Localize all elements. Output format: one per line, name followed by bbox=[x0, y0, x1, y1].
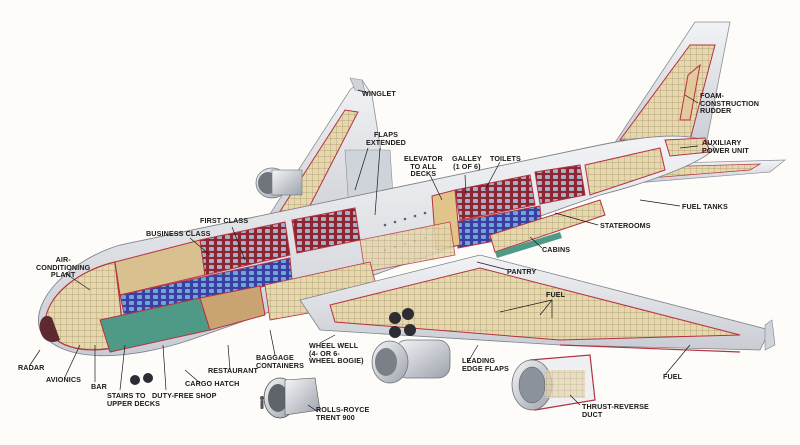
label-business-class: BUSINESS CLASS bbox=[146, 229, 211, 238]
label-flaps-extended: FLAPS EXTENDED bbox=[366, 130, 406, 147]
label-radar: RADAR bbox=[18, 363, 45, 372]
label-fuel-wing: FUEL bbox=[663, 372, 683, 381]
label-stairs-to-upper-decks: STAIRS TO UPPER DECKS bbox=[107, 391, 161, 408]
human-figure bbox=[260, 396, 264, 409]
label-toilets: TOILETS bbox=[490, 154, 521, 163]
label-first-class: FIRST CLASS bbox=[200, 216, 249, 225]
label-galley: GALLEY (1 OF 6) bbox=[452, 154, 482, 171]
label-cabins: CABINS bbox=[542, 245, 571, 254]
tail-fin bbox=[609, 21, 731, 151]
label-fuel-center: FUEL bbox=[546, 290, 566, 299]
far-engine bbox=[255, 167, 303, 199]
label-winglet: WINGLET bbox=[362, 89, 396, 98]
leader-lines bbox=[29, 89, 699, 413]
label-thrust-reverse-duct: THRUST-REVERSE DUCT bbox=[582, 402, 649, 419]
label-fuel-tanks: FUEL TANKS bbox=[682, 202, 728, 211]
outer-engine bbox=[511, 354, 596, 411]
landing-gear bbox=[130, 308, 416, 385]
label-wheel-well: WHEEL WELL (4- OR 6- WHEEL BOGIE) bbox=[309, 341, 364, 366]
label-pantry: PANTRY bbox=[507, 267, 537, 276]
rolls-royce-engine bbox=[263, 377, 321, 419]
label-restaurant: RESTAURANT bbox=[208, 366, 258, 375]
label-bar: BAR bbox=[91, 382, 107, 391]
label-baggage-containers: BAGGAGE CONTAINERS bbox=[256, 353, 304, 370]
label-rolls-royce-trent-900: ROLLS-ROYCE TRENT 900 bbox=[316, 405, 370, 422]
label-leading-edge-flaps: LEADING EDGE FLAPS bbox=[462, 356, 509, 373]
label-duty-free-shop: DUTY-FREE SHOP bbox=[152, 391, 217, 400]
fuselage bbox=[38, 135, 716, 357]
label-cargo-hatch: CARGO HATCH bbox=[185, 379, 240, 388]
label-avionics: AVIONICS bbox=[46, 375, 82, 384]
label-elevator-to-all-decks: ELEVATOR TO ALL DECKS bbox=[404, 154, 443, 179]
label-auxiliary-power-unit: AUXILIARY POWER UNIT bbox=[702, 138, 749, 155]
label-air-conditioning-plant: AIR- CONDITIONING PLANT bbox=[36, 255, 91, 280]
inner-engine bbox=[371, 339, 451, 384]
label-foam-construction-rudder: FOAM- CONSTRUCTION RUDDER bbox=[700, 91, 760, 116]
label-staterooms: STATEROOMS bbox=[600, 221, 651, 230]
